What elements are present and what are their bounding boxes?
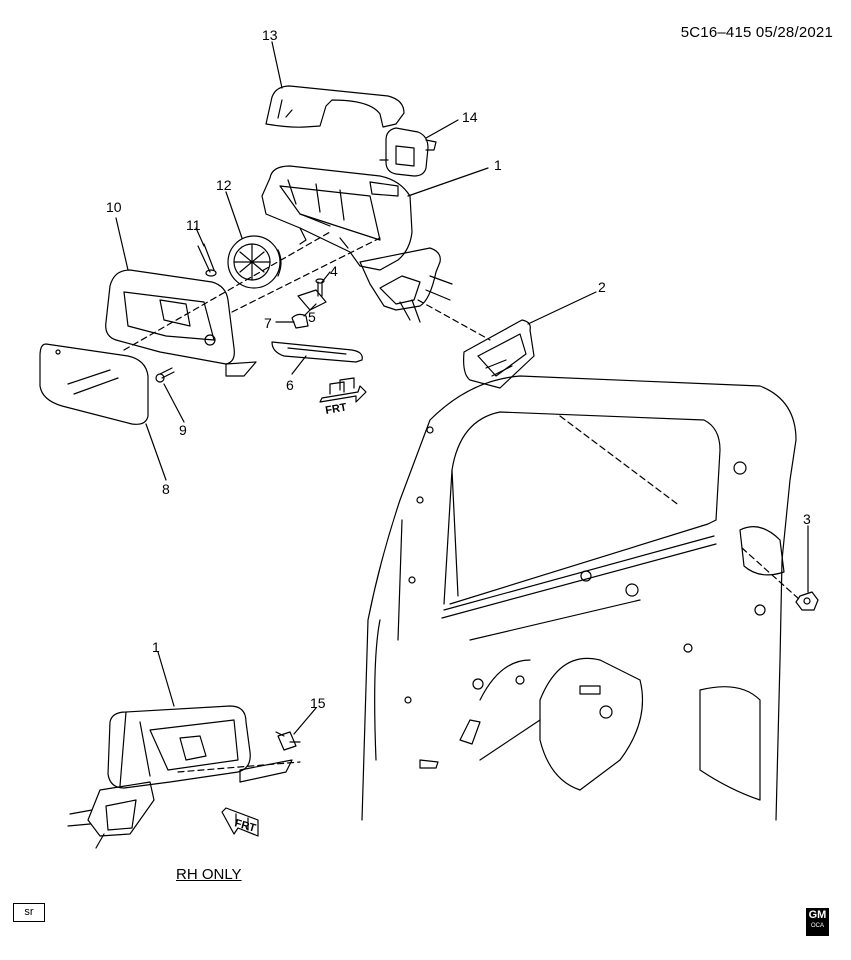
part-8-mirror-glass <box>39 343 149 425</box>
rh-only-note: RH ONLY <box>176 866 242 883</box>
callout-11: 11 <box>186 217 201 233</box>
part-1-mount-base <box>359 247 453 323</box>
callout-14: 14 <box>462 109 478 125</box>
part-1-rh-mirror-assembly <box>67 705 293 849</box>
callout-1: 1 <box>494 157 502 173</box>
frt-arrow-upper <box>319 377 367 403</box>
door-inner-panel <box>361 375 797 821</box>
gm-logo-text: GM <box>808 909 827 921</box>
callout-2: 2 <box>598 279 606 295</box>
callout-4: 4 <box>330 263 338 279</box>
part-1-mirror-housing <box>261 165 413 271</box>
part-6-cover <box>271 341 363 363</box>
frt-label-upper: FRT <box>324 401 347 417</box>
part-7-clip <box>291 313 309 329</box>
callout-labels: 1 2 3 4 5 6 7 8 9 10 11 12 13 14 15 1 <box>106 27 811 711</box>
sr-tag: sr <box>13 903 45 922</box>
callout-5: 5 <box>308 309 316 325</box>
part-11-screw <box>197 243 217 277</box>
callout-7: 7 <box>264 315 272 331</box>
part-4-bolt <box>315 278 325 297</box>
callout-13: 13 <box>262 27 278 43</box>
part-5-bracket <box>297 289 327 311</box>
leader-lines <box>115 41 809 735</box>
alignment-lines <box>123 231 801 773</box>
part-3-nut <box>795 591 819 611</box>
callout-10: 10 <box>106 199 122 215</box>
part-15-connector <box>275 731 301 751</box>
part-14-lamp <box>379 127 437 177</box>
part-2-seal <box>463 319 535 389</box>
callout-9: 9 <box>179 422 187 438</box>
part-13-mirror-cap <box>265 85 405 128</box>
callout-3: 3 <box>803 511 811 527</box>
callout-15: 15 <box>310 695 326 711</box>
drawing-code: 5C16–415 05/28/2021 <box>680 24 833 41</box>
gm-logo: GM OCA <box>806 908 829 936</box>
frt-arrow-lower <box>221 807 259 837</box>
gm-logo-sub: OCA <box>810 923 824 929</box>
callout-12: 12 <box>216 177 232 193</box>
frt-label-lower: FRT <box>233 817 257 835</box>
callout-1-rh: 1 <box>152 639 160 655</box>
part-12-actuator <box>227 235 282 289</box>
part-9-screw <box>155 367 175 383</box>
callout-8: 8 <box>162 481 170 497</box>
callout-6: 6 <box>286 377 294 393</box>
part-10-mirror-frame <box>105 269 257 377</box>
